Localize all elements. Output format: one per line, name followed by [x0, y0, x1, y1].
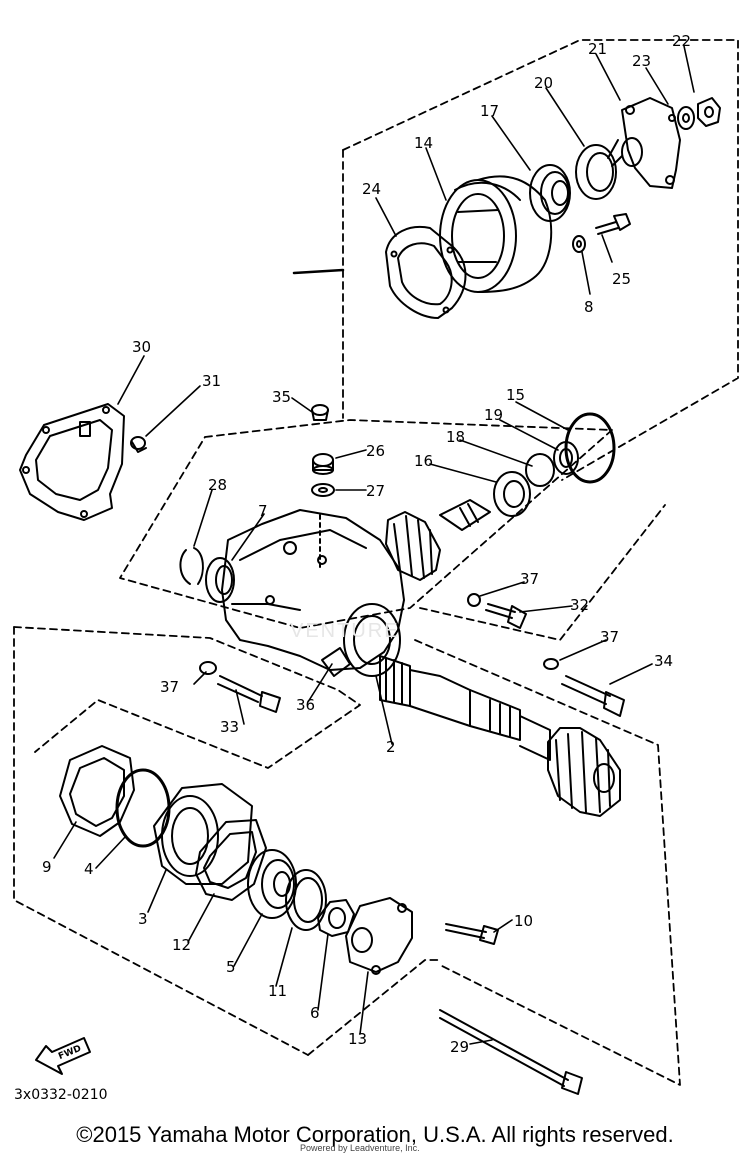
callout-26: 26: [366, 442, 385, 460]
diagram-code: 3x0332-0210: [14, 1087, 108, 1103]
callout-9: 9: [42, 858, 52, 876]
part-16-pinion-shaft: [439, 471, 531, 531]
callout-6: 6: [310, 1004, 320, 1022]
copyright-sub: Powered by Leadventure, Inc.: [300, 1143, 420, 1153]
copyright-notice: ©2015 Yamaha Motor Corporation, U.S.A. A…: [76, 1122, 674, 1147]
part-20-seal: [575, 144, 617, 200]
leader-lines: [53, 45, 695, 1045]
callout-35: 35: [272, 388, 291, 406]
callout-36: 36: [296, 696, 315, 714]
callout-15: 15: [506, 386, 525, 404]
callout-29: 29: [450, 1038, 469, 1056]
callout-32: 32: [570, 596, 589, 614]
callout-30: 30: [132, 338, 151, 356]
callout-8: 8: [584, 298, 594, 316]
part-13-cover: [345, 897, 413, 975]
callout-14: 14: [414, 134, 433, 152]
callout-3: 3: [138, 910, 148, 928]
callout-12: 12: [172, 936, 191, 954]
part-28-circlip: [179, 547, 204, 585]
callout-7: 7: [258, 502, 268, 520]
part-33-bolt: [217, 675, 281, 713]
callout-19: 19: [484, 406, 503, 424]
part-22-nut: [697, 97, 721, 127]
callout-17: 17: [480, 102, 499, 120]
part-37-washer-c: [199, 661, 217, 675]
part-35-cap: [311, 404, 329, 421]
callout-21: 21: [588, 40, 607, 58]
callout-37-b: 37: [600, 628, 619, 646]
part-7-bearing: [205, 557, 235, 603]
part-26-spring: [312, 453, 334, 475]
part-25-bolt: [595, 213, 631, 235]
part-15-o-ring: [564, 412, 616, 484]
part-10-bolt: [445, 923, 499, 945]
callout-labels: 22 21 23 20 17 14 24 25 8 30 31 35 15 19…: [42, 32, 691, 1056]
part-8-washer: [572, 235, 586, 253]
callout-5: 5: [226, 958, 236, 976]
callout-33: 33: [220, 718, 239, 736]
callout-4: 4: [84, 860, 94, 878]
callout-34: 34: [654, 652, 673, 670]
part-14-housing: [439, 175, 553, 293]
part-2-output-shaft: [379, 655, 621, 817]
ring-gear: [385, 511, 441, 581]
part-18-shim: [525, 453, 555, 487]
part-37-washer-a: [467, 593, 481, 607]
callout-23: 23: [632, 52, 651, 70]
part-24-gasket: [385, 226, 467, 319]
callout-22: 22: [672, 32, 691, 50]
callout-28: 28: [208, 476, 227, 494]
part-34-bolt: [561, 675, 625, 717]
watermark: VENTURE: [290, 620, 400, 642]
dashed-group-middle: [119, 419, 666, 641]
callout-27: 27: [366, 482, 385, 500]
part-36-collar: [321, 647, 351, 677]
callout-13: 13: [348, 1030, 367, 1048]
callout-37-c: 37: [160, 678, 179, 696]
callout-11: 11: [268, 982, 287, 1000]
part-21-flange: [607, 97, 681, 189]
part-17-bearing: [529, 164, 571, 222]
part-31-pin: [130, 436, 147, 453]
fwd-label: FWD: [57, 1044, 83, 1062]
part-12-gasket: [195, 819, 267, 901]
part-29-stud: [439, 1009, 583, 1095]
callout-16: 16: [414, 452, 433, 470]
callout-24: 24: [362, 180, 381, 198]
dashed-group-top: [342, 39, 739, 481]
part-9-gasket: [59, 745, 135, 837]
dashed-group-bottom: [13, 626, 681, 1086]
part-23-washer: [677, 106, 695, 130]
part-27-washer: [311, 483, 335, 497]
callout-25: 25: [612, 270, 631, 288]
part-37-washer-b: [543, 658, 559, 670]
part-30-cover-plate: [19, 403, 125, 521]
part-3-housing: [153, 783, 253, 885]
part-11-shim: [285, 869, 327, 931]
callout-20: 20: [534, 74, 553, 92]
callout-31: 31: [202, 372, 221, 390]
callout-37-a: 37: [520, 570, 539, 588]
callout-10: 10: [514, 912, 533, 930]
part-1-gear-case: [221, 509, 405, 677]
callout-2: 2: [386, 738, 396, 756]
callout-18: 18: [446, 428, 465, 446]
fwd-arrow-icon: [35, 1037, 91, 1075]
